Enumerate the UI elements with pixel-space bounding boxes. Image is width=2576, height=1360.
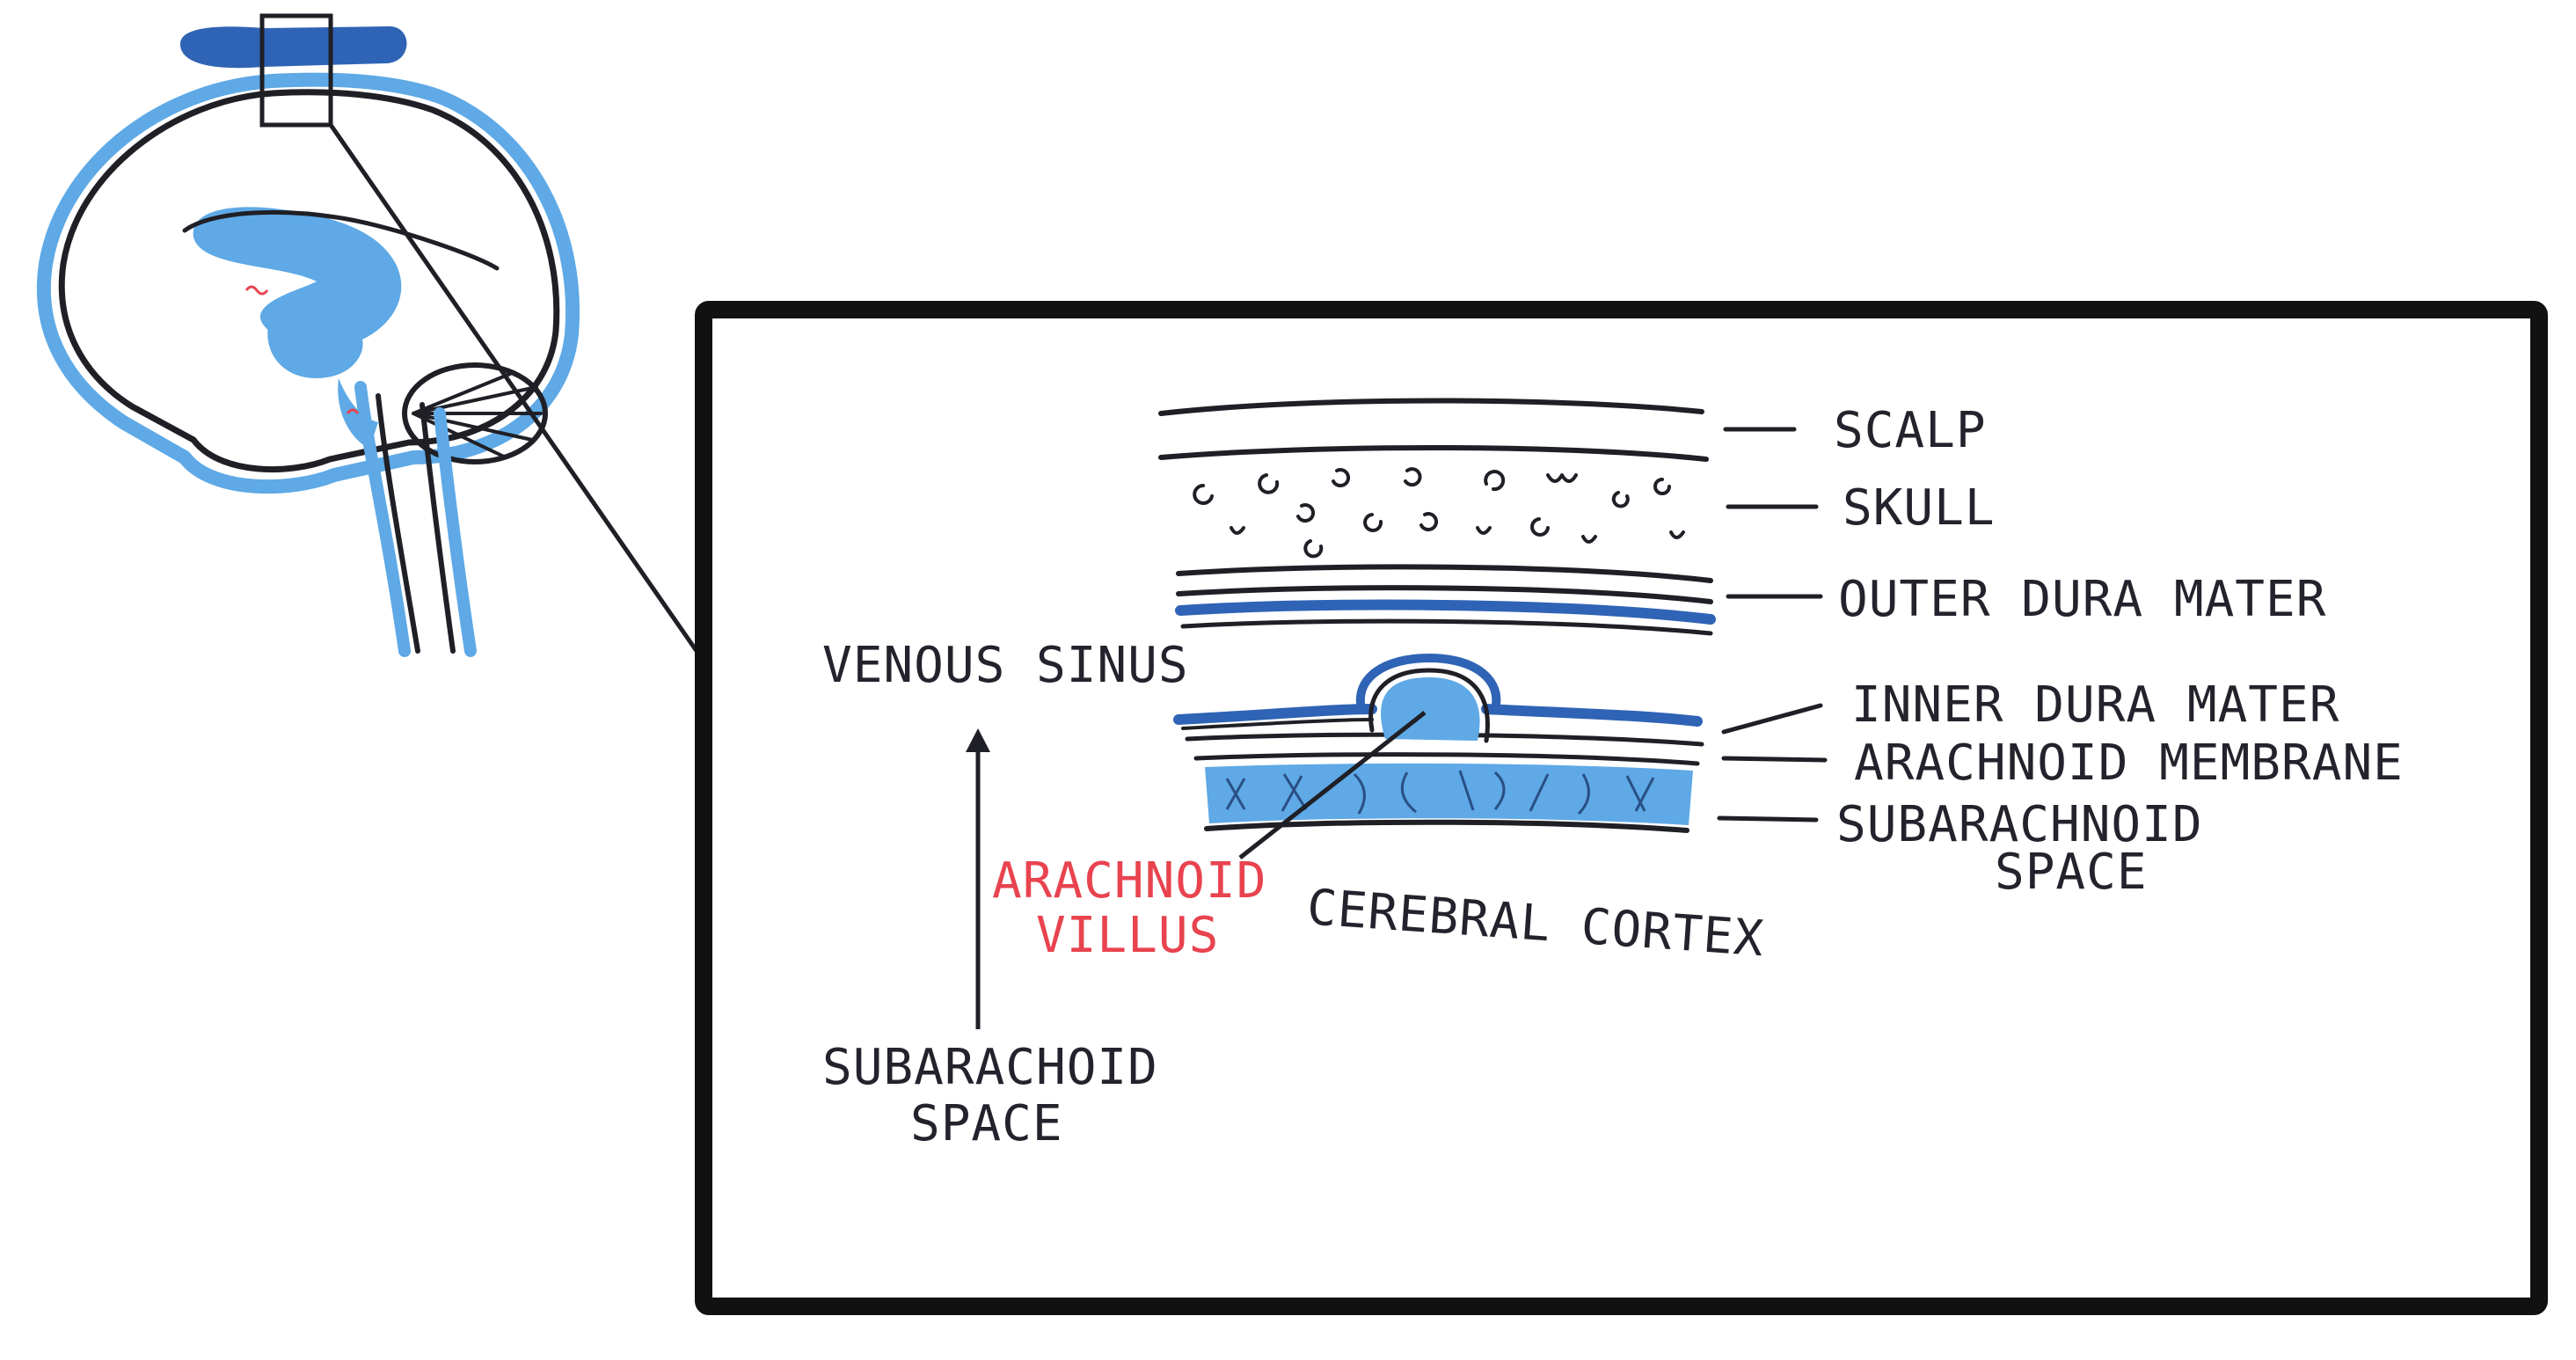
cerebellum-folia (412, 372, 543, 459)
spinal-cord (376, 393, 456, 654)
label-arachnoid-villus-2: VILLUS (1036, 907, 1219, 964)
label-arachnoid-membrane: ARACHNOID MEMBRANE (1854, 735, 2404, 792)
subarachnoid-trabeculae (1225, 770, 1655, 815)
label-subarachnoid-space-right-1: SUBARACHNOID (1836, 796, 2203, 853)
red-mark-2 (346, 408, 360, 414)
arachnoid-villus-shape (1381, 677, 1480, 741)
label-venous-sinus: VENOUS SINUS (822, 637, 1189, 694)
third-ventricle (267, 325, 363, 378)
label-inner-dura-mater: INNER DURA MATER (1851, 676, 2339, 734)
skull-layer (1193, 467, 1685, 559)
zoom-connector-line (328, 123, 699, 653)
zoom-panel-frame (695, 301, 2548, 1315)
lateral-ventricle (193, 207, 402, 348)
label-outer-dura-mater: OUTER DURA MATER (1838, 571, 2326, 628)
label-subarachnoid-space-left-1: SUBARACHOID (822, 1039, 1158, 1096)
subarachnoid-space-fill (1205, 763, 1693, 825)
label-subarachnoid-space-left-2: SPACE (910, 1095, 1063, 1152)
label-arachnoid-villus-1: ARACHNOID (992, 852, 1266, 910)
csf-flow-arrow (966, 728, 990, 1029)
leader-lines (1717, 427, 1828, 823)
outer-dura-mater-layer (1175, 564, 1716, 636)
zoom-indicator-box (259, 13, 333, 128)
scalp-layer (1158, 398, 1709, 462)
brain-sagittal-sketch (36, 26, 580, 657)
label-skull: SKULL (1843, 479, 1996, 537)
label-cerebral-cortex: CEREBRAL CORTEX (1305, 879, 1766, 968)
label-subarachnoid-space-right-2: SPACE (1995, 844, 2148, 901)
cerebellum (402, 362, 548, 464)
inner-layers (1173, 653, 1704, 859)
superior-sagittal-sinus (180, 26, 407, 69)
label-scalp: SCALP (1834, 402, 1987, 459)
corpus-callosum (182, 209, 500, 271)
brainstem (354, 381, 477, 657)
brain-csf-outline (36, 72, 580, 494)
red-mark-1 (244, 285, 269, 296)
